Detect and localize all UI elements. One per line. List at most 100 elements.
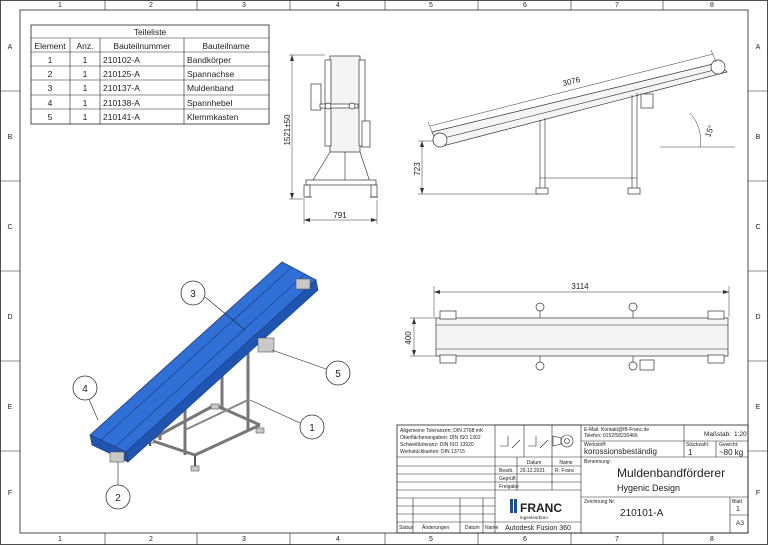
zone-col-label: 4 [336, 536, 340, 543]
parts-list-cell: 4 [48, 98, 53, 108]
massstab-value: 1:20 [734, 431, 747, 438]
zone-labels: 1 2 3 4 5 6 7 8 1 2 3 4 5 6 7 8 A B C D … [7, 2, 760, 543]
name-label: Name [485, 525, 499, 531]
balloon-1 [299, 414, 325, 440]
aenderungen-label: Änderungen [422, 524, 449, 531]
phone-text: Telefon: 0152/58230466 [584, 433, 638, 439]
dim-top-length: 3114 [571, 282, 589, 291]
blatt-value: 1 [736, 506, 740, 513]
gewicht-value: ~80 kg [719, 448, 743, 457]
zone-col-label: 2 [149, 2, 153, 9]
dim-top-width: 400 [404, 331, 413, 345]
parts-list-header: Anz. [76, 41, 93, 51]
tolerance-line: Werkstückkanten: DIN 13715 [400, 449, 465, 455]
balloon-label: 1 [309, 423, 315, 434]
freigabe-label: Freigabe [499, 484, 519, 490]
parts-list-header: Bauteilname [202, 41, 250, 51]
isometric-view [89, 261, 319, 472]
zone-col-label: 7 [615, 2, 619, 9]
zone-col-label: 6 [523, 536, 527, 543]
dim-side-height: 1521±50 [283, 114, 292, 146]
bearb-date: 29.12.2021 [520, 468, 545, 474]
parts-list-cell: Muldenband [187, 83, 234, 93]
parts-list-header: Bauteilnummer [113, 41, 170, 51]
parts-list-cell: Spannachse [187, 69, 235, 79]
tolerance-line: Allgemeine Toleranzen: DIN 2768 mK [400, 428, 484, 434]
company-logo: FRANC Ingenieurbüro [510, 499, 562, 520]
balloon-5 [325, 360, 351, 386]
dim-side-width: 791 [333, 211, 347, 220]
blatt-label: Blatt [732, 499, 743, 505]
parts-list-cell: Bandkörper [187, 55, 231, 65]
side-view: 1521±50 791 [283, 54, 378, 224]
balloon-2 [105, 484, 131, 510]
zone-col-label: 5 [429, 2, 433, 9]
zone-row-label: D [755, 314, 760, 321]
balloon-4 [72, 375, 98, 401]
title-block: Allgemeine Toleranzen: DIN 2768 mK Oberf… [396, 424, 749, 534]
parts-list-cell: 1 [48, 55, 53, 65]
zone-col-label: 2 [149, 536, 153, 543]
terminal-box [257, 337, 275, 353]
top-view: 3114 400 [404, 282, 730, 371]
werkstoff-value: korossionsbeständig [584, 447, 657, 456]
zone-col-label: 6 [523, 2, 527, 9]
dim-length: 3076 [562, 75, 582, 88]
drawing-title: Muldenbandförderer [617, 466, 725, 480]
parts-list-cell: 5 [48, 112, 53, 122]
datum-label: Datum [465, 525, 480, 531]
zone-col-label: 8 [710, 536, 714, 543]
logo-text: FRANC [520, 501, 562, 515]
parts-list-cell: 1 [83, 112, 88, 122]
dim-angle: 15° [703, 124, 716, 138]
date-header: Datum [527, 460, 542, 466]
parts-list-cell: 210125-A [103, 69, 140, 79]
zone-col-label: 4 [336, 2, 340, 9]
zone-col-label: 1 [58, 2, 62, 9]
zone-row-label: E [8, 404, 13, 411]
zone-col-label: 3 [242, 2, 246, 9]
parts-list-header: Element [34, 41, 66, 51]
zone-row-label: F [756, 490, 760, 497]
zone-row-label: E [756, 404, 761, 411]
parts-list-cell: 210141-A [103, 112, 140, 122]
parts-list-table: Teileliste Element Anz. Bauteilnummer Ba… [30, 24, 270, 125]
zone-row-label: D [7, 314, 12, 321]
front-view: 3076 723 15° [413, 49, 735, 195]
zone-row-label: F [8, 490, 12, 497]
parts-list-cell: 210137-A [103, 83, 140, 93]
parts-list-cell: 210138-A [103, 98, 140, 108]
zone-row-label: C [7, 224, 12, 231]
zone-row-label: C [755, 224, 760, 231]
status-label: Status [399, 525, 414, 531]
parts-list-cell: 1 [83, 83, 88, 93]
email-text: E-Mail: Kontakt@IB-Franc.de [584, 427, 649, 433]
gepruft-label: Geprüft [499, 476, 516, 482]
zone-row-label: A [8, 44, 13, 51]
tolerance-line: Oberflächenangaben: DIN ISO 1302 [400, 435, 481, 441]
drawing-subtitle: Hygenic Design [617, 483, 680, 493]
gewicht-label: Gewicht: [719, 442, 738, 448]
balloon-3 [180, 280, 206, 306]
zone-col-label: 3 [242, 536, 246, 543]
balloon-label: 2 [115, 493, 121, 504]
drawing-number: 210101-A [620, 508, 664, 519]
name-header: Name [559, 460, 573, 466]
parts-list-cell: 1 [83, 69, 88, 79]
balloon-label: 4 [82, 384, 88, 395]
zone-col-label: 7 [615, 536, 619, 543]
werkstoff-label: Werkstoff: [584, 442, 606, 448]
zone-row-label: A [756, 44, 761, 51]
parts-list-title: Teileliste [134, 27, 167, 37]
software-label: Autodesk Fusion 360 [505, 525, 571, 532]
zone-row-label: B [756, 134, 761, 141]
stueckzahl-label: Stückzahl: [686, 442, 709, 448]
zone-col-label: 8 [710, 2, 714, 9]
parts-list-cell: Spannhebel [187, 98, 232, 108]
parts-list-cell: 210102-A [103, 55, 140, 65]
dim-height: 723 [413, 162, 422, 176]
zone-col-label: 5 [429, 536, 433, 543]
parts-list-cell: 2 [48, 69, 53, 79]
bearb-label: Bearb. [499, 468, 514, 474]
